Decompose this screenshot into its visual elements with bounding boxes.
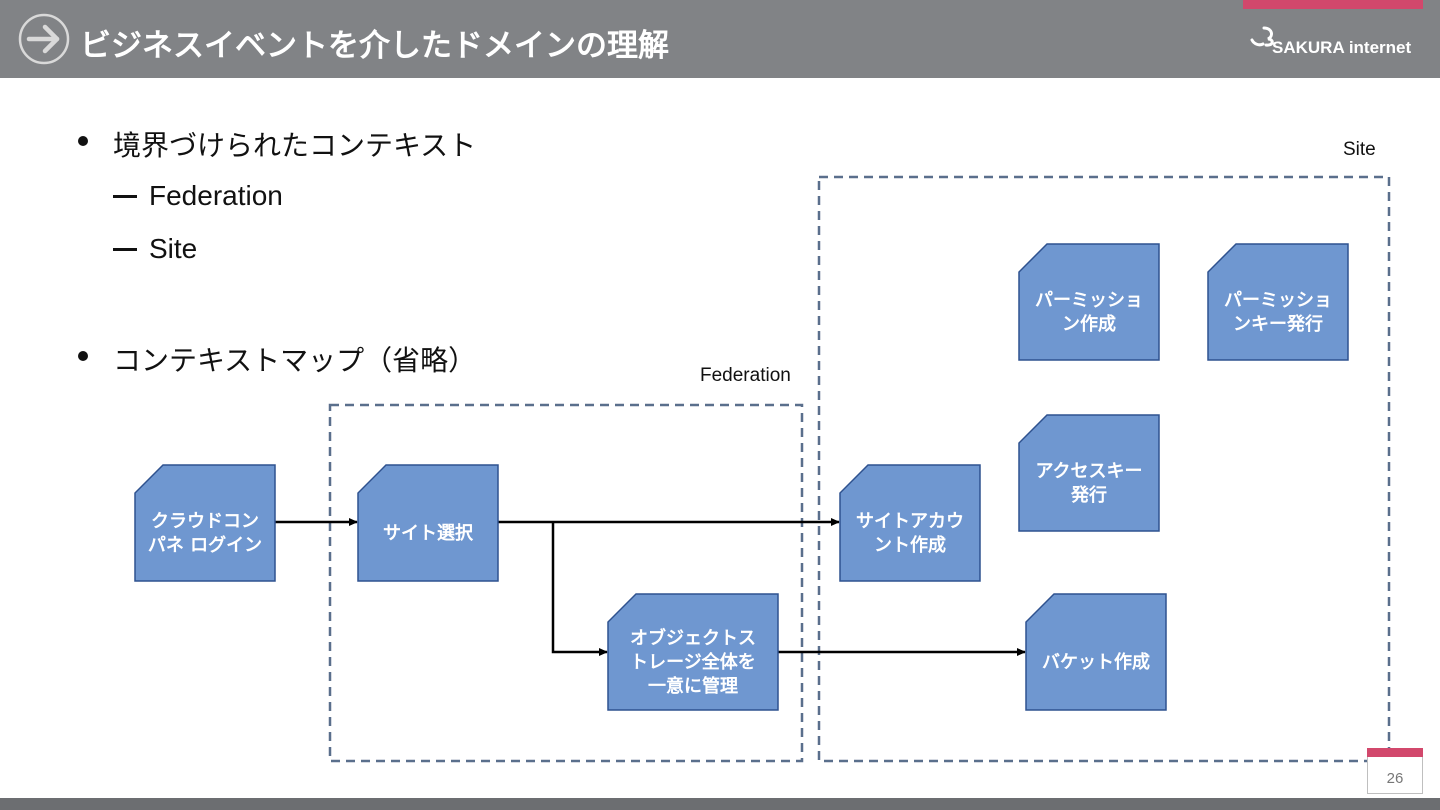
sakura-logo: SAKURA internet <box>1250 24 1420 60</box>
node-object-storage-line3: 一意に管理 <box>648 675 738 697</box>
page-title: ビジネスイベントを介したドメインの理解 <box>80 28 669 64</box>
node-object-storage: オブジェクトス トレージ全体を 一意に管理 <box>607 593 779 711</box>
page-number-accent <box>1367 748 1423 757</box>
node-permission-create-line2: ン作成 <box>1062 313 1116 335</box>
node-object-storage-line1: オブジェクトス <box>630 627 756 649</box>
node-access-key-line1: アクセスキー <box>1035 461 1142 482</box>
node-cloud-login-line2: パネ ログイン <box>148 534 262 556</box>
node-permission-create: パーミッショ ン作成 <box>1018 243 1160 361</box>
node-site-select: サイト選択 <box>357 464 499 582</box>
page-number: 26 <box>1386 770 1404 787</box>
bullet-dot <box>78 351 88 361</box>
node-permission-key-line1: パーミッショ <box>1224 290 1332 311</box>
federation-context-box <box>328 403 804 763</box>
sub-item-dash <box>113 248 137 251</box>
node-site-account: サイトアカウ ント作成 <box>839 464 981 582</box>
bullet-context-map: コンテキストマップ（省略） <box>113 344 477 377</box>
bullet-bounded-contexts: 境界づけられたコンテキスト <box>113 129 477 162</box>
site-context-label: Site <box>1343 139 1376 160</box>
sub-item-federation: Federation <box>149 180 283 211</box>
node-site-account-line2: ント作成 <box>874 534 946 556</box>
node-bucket-create-line1: バケット作成 <box>1042 651 1150 673</box>
arrow-right-circle-icon <box>18 13 70 65</box>
node-permission-create-line1: パーミッショ <box>1035 290 1143 311</box>
node-cloud-login-line1: クラウドコン <box>151 511 259 532</box>
footer-bar <box>0 798 1440 810</box>
header-accent-stripe <box>1243 0 1423 9</box>
node-permission-key: パーミッショ ンキー発行 <box>1207 243 1349 361</box>
node-site-account-line1: サイトアカウ <box>856 511 964 532</box>
connector-site-select-to-object-storage <box>551 522 608 656</box>
bullet-dot <box>78 136 88 146</box>
site-context-box <box>817 175 1391 763</box>
sub-item-dash <box>113 195 137 198</box>
node-access-key-line2: 発行 <box>1070 484 1107 506</box>
node-cloud-login: クラウドコン パネ ログイン <box>134 464 276 582</box>
node-access-key: アクセスキー 発行 <box>1018 414 1160 532</box>
sub-item-site: Site <box>149 233 198 264</box>
header-bar <box>0 0 1440 78</box>
logo-text: SAKURA internet <box>1272 38 1412 57</box>
node-permission-key-line2: ンキー発行 <box>1233 313 1323 335</box>
sakura-logo-mark-icon <box>1250 26 1274 47</box>
node-bucket-create: バケット作成 <box>1025 593 1167 711</box>
node-object-storage-line2: トレージ全体を <box>630 651 756 673</box>
federation-context-label: Federation <box>700 365 791 386</box>
node-site-select-line1: サイト選択 <box>383 523 474 544</box>
